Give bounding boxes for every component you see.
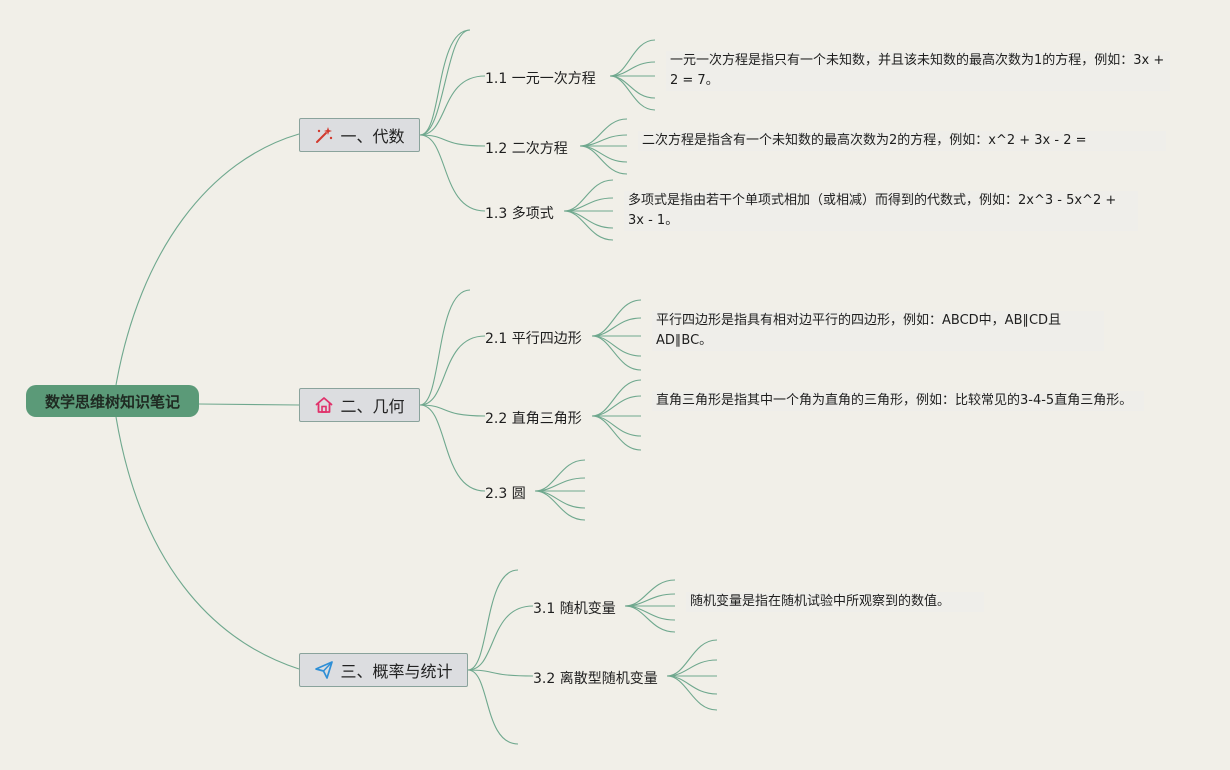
fan-algebra-2 bbox=[419, 134, 486, 147]
rays-parallelogram-4 bbox=[591, 335, 642, 371]
rays-circle-0 bbox=[534, 459, 586, 492]
rays-circle-4 bbox=[534, 490, 586, 521]
topic-random-variable[interactable]: 3.1 随机变量 bbox=[533, 601, 616, 617]
note-quadratic-equation: 二次方程是指含有一个未知数的最高次数为2的方程，例如：x^2 + 3x - 2 … bbox=[638, 131, 1166, 151]
note-right-triangle: 直角三角形是指其中一个角为直角的三角形，例如：比较常见的3-4-5直角三角形。 bbox=[652, 391, 1144, 411]
rays-quadratic-4 bbox=[579, 145, 628, 175]
topic-right-triangle[interactable]: 2.2 直角三角形 bbox=[485, 411, 582, 427]
fan-probability-2 bbox=[467, 669, 534, 677]
rays-parallelogram-1 bbox=[591, 317, 642, 337]
topic-circle[interactable]: 2.3 圆 bbox=[485, 486, 526, 502]
fan-geometry-0 bbox=[419, 289, 471, 406]
note-linear-equation: 一元一次方程是指只有一个未知数，并且该未知数的最高次数为1的方程，例如：3x +… bbox=[666, 51, 1170, 91]
magic-wand-icon bbox=[314, 125, 334, 145]
fan-geometry-1 bbox=[419, 335, 486, 406]
rays-linear-4 bbox=[609, 75, 656, 111]
rays-circle-3 bbox=[534, 490, 586, 509]
note-polynomial: 多项式是指由若干个单项式相加（或相减）而得到的代数式，例如：2x^3 - 5x^… bbox=[624, 191, 1138, 231]
rays-linear-0 bbox=[609, 39, 656, 77]
fan-probability-0 bbox=[467, 569, 519, 671]
fan-geometry-3 bbox=[419, 404, 486, 492]
fan-geometry-2 bbox=[419, 404, 486, 417]
rays-right-triangle-1 bbox=[591, 395, 642, 417]
rays-discrete-4 bbox=[666, 675, 718, 711]
rays-polynomial-0 bbox=[563, 179, 614, 212]
rays-random-variable-4 bbox=[624, 605, 676, 633]
branch-algebra[interactable]: 一、代数 bbox=[299, 118, 420, 152]
connector-root-geometry bbox=[198, 403, 300, 406]
house-icon bbox=[314, 395, 334, 415]
rays-discrete-0 bbox=[666, 639, 718, 677]
root-node[interactable]: 数学思维树知识笔记 bbox=[26, 385, 199, 417]
branch-geometry[interactable]: 二、几何 bbox=[299, 388, 420, 422]
rays-polynomial-3 bbox=[563, 210, 614, 229]
branch-probability-statistics-label: 三、概率与统计 bbox=[340, 662, 453, 681]
fan-probability-1 bbox=[467, 605, 534, 671]
rays-polynomial-4 bbox=[563, 210, 614, 241]
rays-right-triangle-0 bbox=[591, 379, 642, 417]
rays-random-variable-0 bbox=[624, 579, 676, 607]
branch-algebra-label: 一、代数 bbox=[340, 127, 405, 146]
rays-discrete-3 bbox=[666, 675, 718, 695]
connector-root-algebra bbox=[115, 133, 300, 386]
note-random-variable: 随机变量是指在随机试验中所观察到的数值。 bbox=[686, 592, 984, 612]
fan-algebra-1 bbox=[419, 75, 486, 136]
topic-linear-equation[interactable]: 1.1 一元一次方程 bbox=[485, 71, 596, 87]
rays-parallelogram-0 bbox=[591, 299, 642, 337]
rays-quadratic-3 bbox=[579, 145, 628, 163]
fan-algebra-0 bbox=[419, 29, 471, 136]
fan-algebra-top bbox=[419, 29, 471, 136]
rays-random-variable-3 bbox=[624, 605, 676, 621]
rays-parallelogram-3 bbox=[591, 335, 642, 357]
topic-quadratic-equation[interactable]: 1.2 二次方程 bbox=[485, 141, 568, 157]
note-parallelogram: 平行四边形是指具有相对边平行的四边形，例如：ABCD中，AB∥CD且AD∥BC。 bbox=[652, 311, 1104, 351]
rays-right-triangle-3 bbox=[591, 415, 642, 437]
root-label: 数学思维树知识笔记 bbox=[44, 392, 180, 411]
rays-right-triangle-4 bbox=[591, 415, 642, 451]
rays-quadratic-0 bbox=[579, 118, 628, 147]
branch-probability-statistics[interactable]: 三、概率与统计 bbox=[299, 653, 468, 687]
topic-polynomial[interactable]: 1.3 多项式 bbox=[485, 206, 554, 222]
branch-geometry-label: 二、几何 bbox=[340, 397, 405, 416]
fan-probability-3 bbox=[467, 669, 519, 745]
connector-root-probability bbox=[115, 416, 300, 670]
paper-plane-icon bbox=[314, 660, 334, 680]
topic-parallelogram[interactable]: 2.1 平行四边形 bbox=[485, 331, 582, 347]
topic-discrete-random-variable[interactable]: 3.2 离散型随机变量 bbox=[533, 671, 658, 687]
fan-algebra-3 bbox=[419, 134, 486, 212]
